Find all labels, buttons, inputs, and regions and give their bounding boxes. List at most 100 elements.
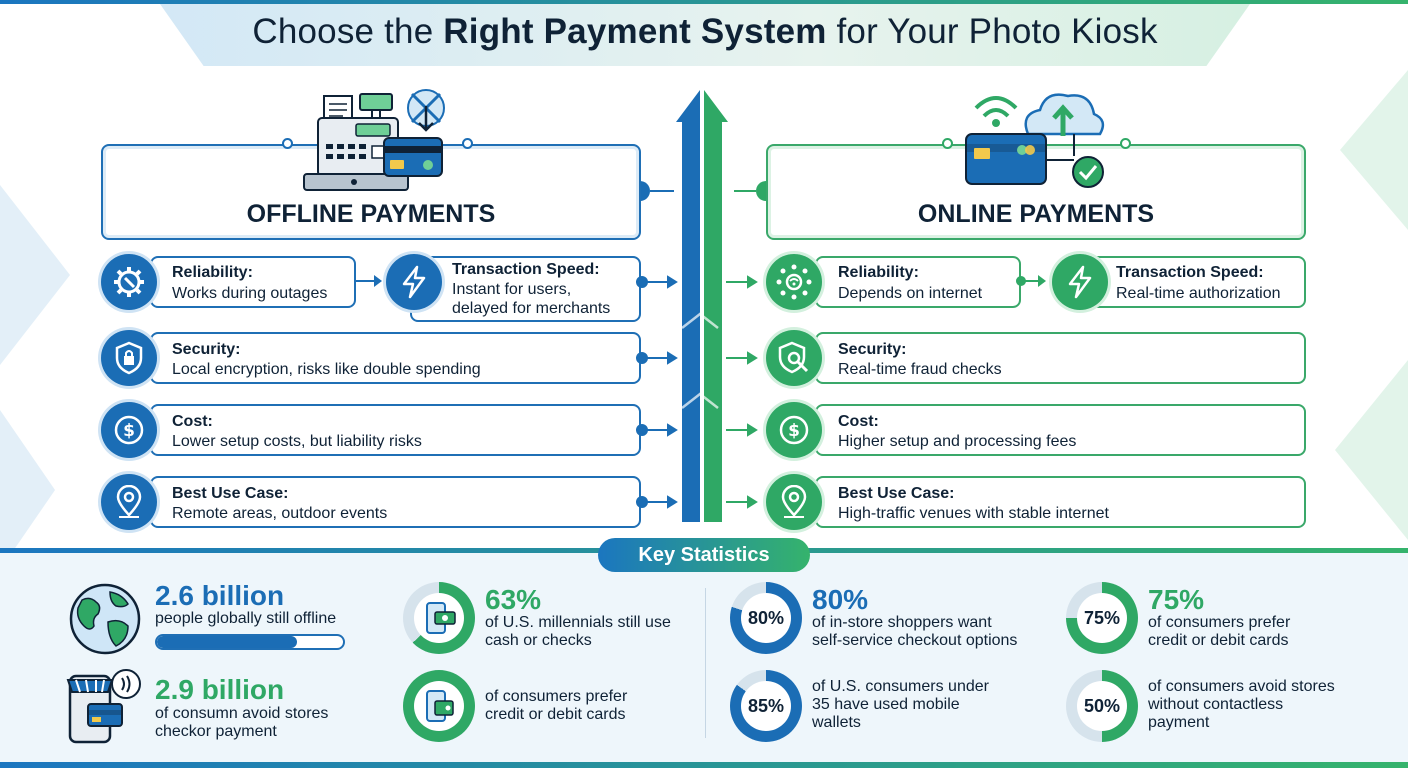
stat-contactless-desc-3: payment: [1148, 714, 1210, 731]
offline-speed-text-1: Instant for users,: [452, 281, 572, 298]
stat-wallets-ring-label: 85%: [741, 681, 791, 731]
cash-register-icon: [303, 89, 445, 191]
stats-divider: [705, 588, 706, 738]
online-security-label: Security:: [838, 341, 907, 358]
offline-usecase-text: Remote areas, outdoor events: [172, 505, 388, 522]
stat-selfservice-ring-label: 80%: [741, 593, 791, 643]
stat-consumers-desc-1: of consumn avoid stores: [155, 705, 329, 722]
online-reliability-card: [815, 256, 1021, 308]
online-reliability-arrow: [1022, 280, 1040, 282]
offline-usecase-card: [150, 476, 641, 528]
online-speed-card: [1075, 256, 1306, 308]
stat-offline-progress: [155, 634, 345, 650]
stat-millennials-desc-1: of U.S. millennials still use: [485, 614, 671, 631]
online-security-text: Real-time fraud checks: [838, 361, 1002, 378]
stat-contactless-ring: 50%: [1066, 670, 1138, 742]
online-dollar-coin-icon: $: [766, 402, 822, 458]
stat-offline-progress-fill: [157, 636, 297, 648]
online-header-connector-line: [734, 190, 756, 192]
offline-header-connector-line: [650, 190, 674, 192]
svg-text:$: $: [123, 421, 135, 441]
gear-wrench-icon: [101, 254, 157, 310]
stat-prefer-cards-desc-2: credit or debit cards: [1148, 632, 1289, 649]
online-cost-text: Higher setup and processing fees: [838, 433, 1077, 450]
stat-prefer-cards-value: 75%: [1148, 584, 1205, 615]
online-lightning-icon: [1052, 254, 1108, 310]
offline-reliability-text: Works during outages: [172, 285, 328, 302]
shield-lock-icon: [101, 330, 157, 386]
stat-offline-desc: people globally still offline: [155, 610, 337, 627]
offline-lightning-icon: [386, 254, 442, 310]
online-usecase-label: Best Use Case:: [838, 485, 955, 502]
online-reliability-text: Depends on internet: [838, 285, 983, 302]
stats-band: [0, 548, 1408, 768]
stat-cards-desc-2: credit or debit cards: [485, 706, 626, 723]
online-security-card: [815, 332, 1306, 384]
stat-selfservice-ring: 80%: [730, 582, 802, 654]
right-decor-triangle-2: [1335, 360, 1408, 540]
online-usecase-card: [815, 476, 1306, 528]
offline-cost-label: Cost:: [172, 413, 213, 430]
stat-millennials-desc-2: cash or checks: [485, 632, 592, 649]
phone-store-icon: [66, 669, 141, 744]
svg-text:$: $: [788, 421, 800, 441]
top-accent-line: [0, 0, 1408, 4]
stat-prefer-cards-ring-label: 75%: [1077, 593, 1127, 643]
bottom-accent-line: [0, 762, 1408, 768]
online-usecase-text: High-traffic venues with stable internet: [838, 505, 1109, 522]
offline-reliability-label: Reliability:: [172, 264, 253, 281]
left-decor-triangle-2: [0, 410, 55, 570]
stat-contactless-desc-1: of consumers avoid stores: [1148, 678, 1335, 695]
shield-search-icon: [766, 330, 822, 386]
online-header-connector-left: [942, 138, 953, 149]
phone-wallet-icon: [414, 681, 464, 731]
stat-selfservice-value: 80%: [812, 584, 869, 615]
offline-header-connector-left: [282, 138, 293, 149]
right-decor-triangle: [1340, 70, 1408, 230]
offline-heading: OFFLINE PAYMENTS: [246, 200, 496, 228]
offline-security-text: Local encryption, risks like double spen…: [172, 361, 481, 378]
stats-heading: Key Statistics: [598, 538, 810, 572]
offline-speed-text-2: delayed for merchants: [452, 300, 611, 317]
stat-millennials-value: 63%: [485, 584, 542, 615]
phone-cash-icon: [414, 593, 464, 643]
left-decor-triangle: [0, 185, 70, 365]
offline-cost-text: Lower setup costs, but liability risks: [172, 433, 422, 450]
reliability-arrowhead: [374, 275, 382, 287]
center-divider-arrow: [676, 88, 728, 528]
online-cost-label: Cost:: [838, 413, 879, 430]
offline-usecase-label: Best Use Case:: [172, 485, 289, 502]
stat-consumers-value: 2.9 billion: [155, 674, 285, 705]
online-heading: ONLINE PAYMENTS: [917, 200, 1155, 228]
offline-map-pin-icon: [101, 474, 157, 530]
online-cost-card: [815, 404, 1306, 456]
offline-security-label: Security:: [172, 341, 241, 358]
online-speed-text: Real-time authorization: [1116, 285, 1281, 302]
online-header-connector-right: [1120, 138, 1131, 149]
row-connectors: [636, 275, 758, 509]
stat-contactless-desc-2: without contactless: [1148, 696, 1284, 713]
stat-selfservice-desc-2: self-service checkout options: [812, 632, 1018, 649]
stat-prefer-cards-ring: 75%: [1066, 582, 1138, 654]
online-reliability-label: Reliability:: [838, 264, 919, 281]
stat-wallets-desc-1: of U.S. consumers under: [812, 678, 989, 695]
online-map-pin-icon: [766, 474, 822, 530]
stat-wallets-desc-3: wallets: [812, 714, 861, 731]
offline-dollar-coin-icon: $: [101, 402, 157, 458]
stat-consumers-desc-2: checkor payment: [155, 723, 277, 740]
stat-wallets-desc-2: 35 have used mobile: [812, 696, 960, 713]
reliability-arrow: [356, 280, 376, 282]
globe-icon: [69, 583, 141, 655]
title-banner: [160, 4, 1250, 66]
offline-security-card: [150, 332, 641, 384]
offline-reliability-card: [150, 256, 356, 308]
stat-selfservice-desc-1: of in-store shoppers want: [812, 614, 992, 631]
online-reliability-dot: [1016, 276, 1026, 286]
online-speed-label: Transaction Speed:: [1116, 264, 1264, 281]
online-reliability-arrowhead: [1038, 275, 1046, 287]
stat-prefer-cards-desc-1: of consumers prefer: [1148, 614, 1291, 631]
card-cloud-icon: [965, 93, 1105, 188]
stat-offline-value: 2.6 billion: [155, 580, 285, 611]
page-title: Choose the Right Payment System for Your…: [252, 12, 1158, 51]
network-icon: [766, 254, 822, 310]
